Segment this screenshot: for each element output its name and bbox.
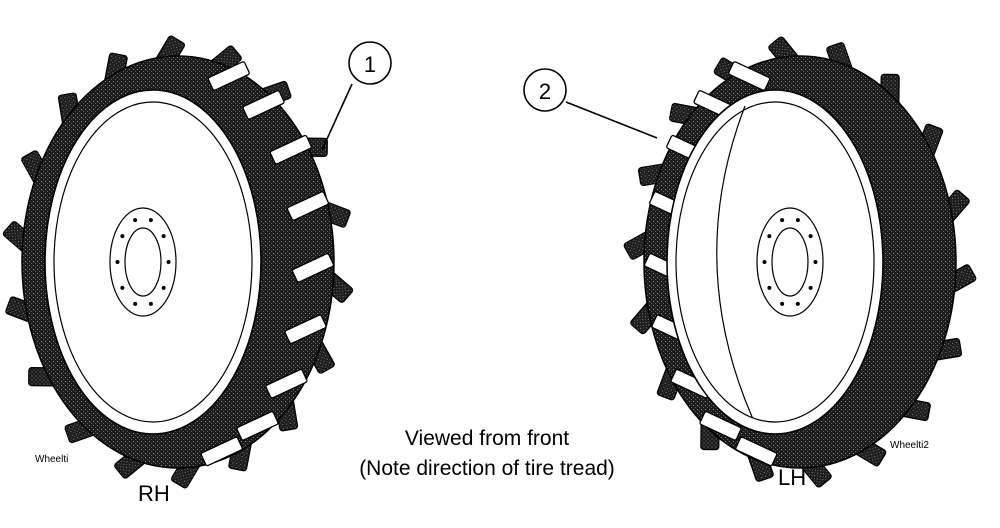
tread-bar bbox=[265, 368, 308, 399]
left-figure-id: Wheelti2 bbox=[890, 440, 929, 451]
left-side-label: LH bbox=[778, 465, 807, 490]
tread-bar bbox=[236, 411, 279, 441]
tread-bar bbox=[269, 134, 312, 165]
lug-nut bbox=[133, 301, 138, 306]
lug-nut bbox=[115, 260, 120, 264]
callout-1: 1 bbox=[321, 41, 392, 151]
callout-2-number: 2 bbox=[539, 79, 551, 104]
lug-nut bbox=[767, 234, 772, 239]
lug-nut bbox=[120, 234, 125, 239]
view-note-line1: Viewed from front bbox=[404, 427, 570, 450]
lug-nut bbox=[148, 218, 153, 223]
right-figure-id: Wheelti bbox=[35, 454, 69, 465]
lug-nut bbox=[813, 260, 818, 264]
lug-nut bbox=[808, 234, 813, 239]
lug-nut bbox=[148, 301, 153, 306]
tread-bar bbox=[200, 436, 243, 467]
rim-inner-edge bbox=[675, 101, 875, 423]
tread-bar bbox=[728, 61, 771, 91]
lug-nut bbox=[795, 301, 800, 306]
right-side-label: RH bbox=[138, 481, 170, 506]
lug-nut bbox=[133, 218, 138, 223]
tread-bar bbox=[242, 90, 285, 120]
lug-nut bbox=[762, 260, 767, 264]
view-note-line2: (Note direction of tire tread) bbox=[359, 457, 615, 480]
rim-dish-curve bbox=[716, 105, 754, 419]
hub-center bbox=[124, 227, 162, 297]
lug-nut bbox=[780, 218, 785, 223]
tread-bar bbox=[286, 191, 329, 221]
tread-bar bbox=[291, 253, 335, 283]
lug-nut bbox=[161, 234, 166, 239]
tread-bar bbox=[284, 314, 327, 344]
rim-inner-edge bbox=[53, 101, 253, 423]
lug-nut bbox=[166, 260, 171, 264]
view-note: Viewed from front (Note direction of tir… bbox=[322, 424, 652, 484]
lug-nut bbox=[161, 285, 166, 290]
lug-nut bbox=[795, 218, 800, 223]
lug-nut bbox=[808, 285, 813, 290]
tread-bar bbox=[207, 61, 250, 91]
left-hand-wheel bbox=[623, 36, 977, 488]
callout-2: 2 bbox=[523, 68, 658, 139]
tread-bar bbox=[735, 436, 778, 467]
lug-nut bbox=[767, 285, 772, 290]
hub-center bbox=[771, 227, 809, 297]
right-hand-wheel bbox=[2, 35, 354, 489]
callout-1-number: 1 bbox=[364, 52, 376, 77]
lug-nut bbox=[120, 285, 125, 290]
lug-nut bbox=[780, 301, 785, 306]
tread-bar bbox=[699, 411, 742, 441]
